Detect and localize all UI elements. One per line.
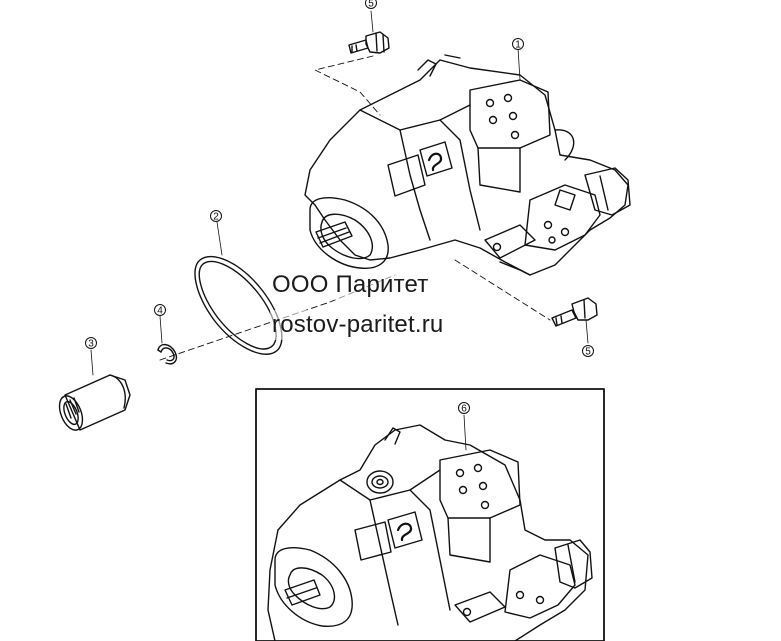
bolt-top — [348, 31, 390, 54]
callout-5-lower: 5 — [582, 345, 594, 358]
pump-assembly-inset — [267, 424, 593, 641]
callout-3: 3 — [85, 337, 97, 350]
callout-5-top: 5 — [365, 0, 377, 10]
callout-5-top-label: 5 — [368, 0, 374, 10]
bearing-sleeve — [58, 374, 131, 431]
callout-4-label: 4 — [157, 306, 163, 317]
pump-assembly-main — [304, 54, 631, 276]
callout-6: 6 — [458, 402, 470, 415]
callout-2-label: 2 — [213, 212, 219, 223]
callout-5-label: 5 — [585, 347, 591, 358]
callout-4: 4 — [154, 304, 166, 317]
callout-2: 2 — [210, 210, 222, 223]
bolt-lower — [551, 297, 598, 327]
callout-6-label: 6 — [461, 404, 467, 415]
callout-1: 1 — [512, 38, 524, 51]
inset-frame — [255, 388, 605, 641]
watermark-company: ООО Паритет — [270, 270, 431, 300]
callout-1-label: 1 — [515, 40, 521, 51]
o-ring — [194, 255, 283, 355]
callout-3-label: 3 — [88, 339, 94, 350]
watermark-url: rostov-paritet.ru — [270, 310, 446, 340]
snap-ring — [157, 343, 178, 365]
